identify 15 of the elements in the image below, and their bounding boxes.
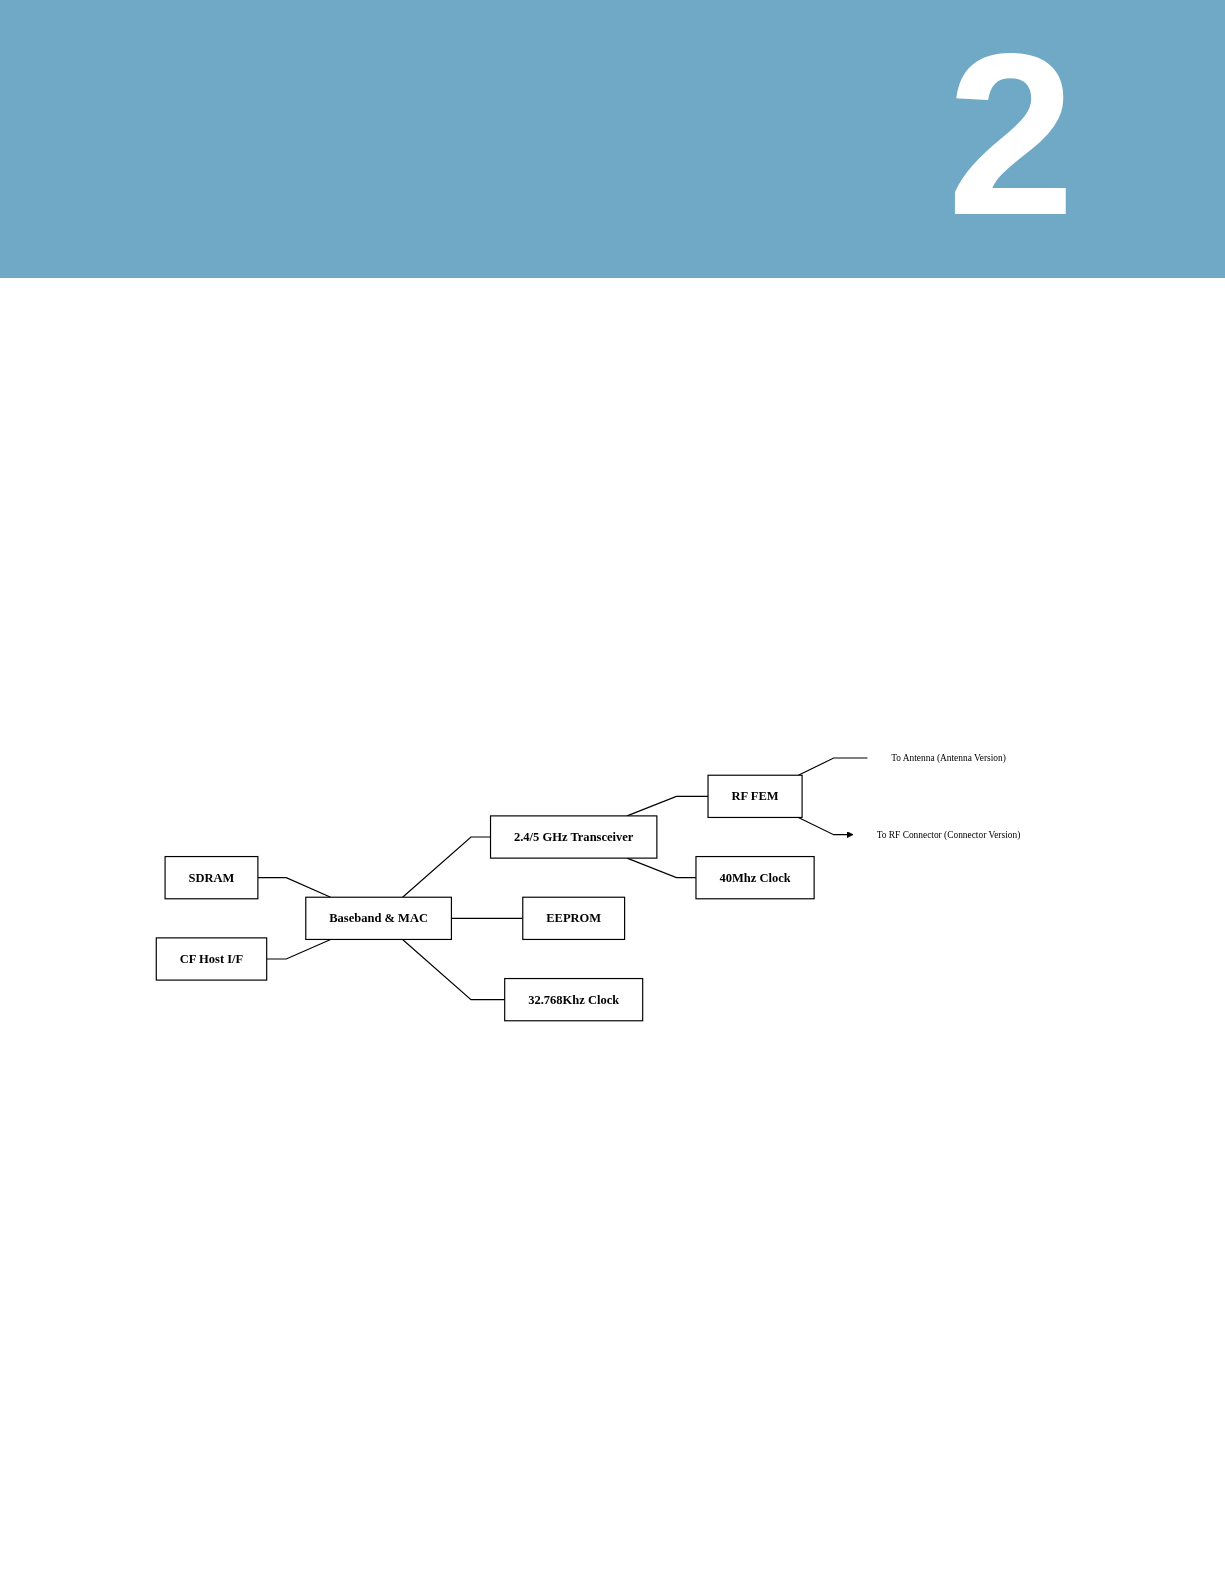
connector xyxy=(257,877,332,898)
node-box: 40Mhz Clock xyxy=(695,855,815,900)
node-box: EEPROM xyxy=(522,896,626,940)
node-box: SDRAM xyxy=(164,855,259,900)
node-box: RF FEM xyxy=(707,774,803,819)
node-text: To RF Connector (Connector Version) xyxy=(876,829,1021,841)
node-box: 32.768Khz Clock xyxy=(504,977,644,1022)
node-text: To Antenna (Antenna Version) xyxy=(891,752,1006,764)
connector xyxy=(266,938,332,960)
node-box: 2.4/5 GHz Transceiver xyxy=(489,815,658,859)
node-box: CF Host I/F xyxy=(155,937,268,981)
chapter-number: 2 xyxy=(947,20,1075,250)
arrow xyxy=(797,816,854,839)
connector xyxy=(797,757,869,776)
node-box: Baseband & MAC xyxy=(305,896,452,940)
